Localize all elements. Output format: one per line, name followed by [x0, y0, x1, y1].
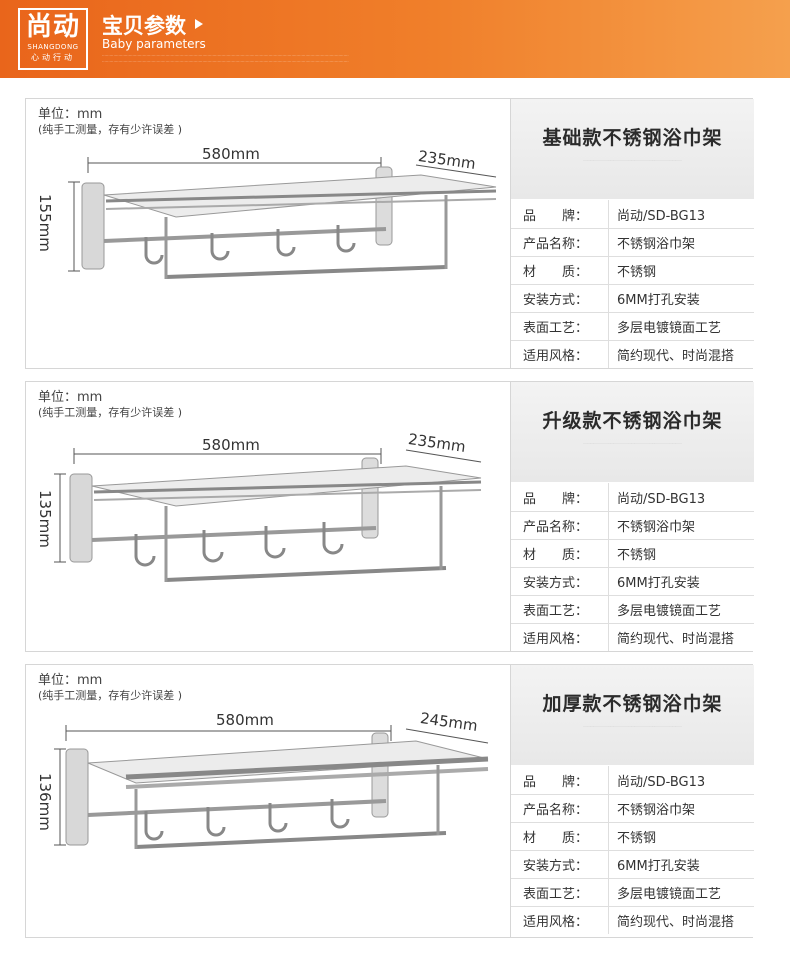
- spec-row-brand: 品 牌：尚动/SD-BG13: [511, 766, 754, 794]
- decorative-fine-print: ········································…: [102, 53, 349, 64]
- towel-rack-drawing: [54, 725, 489, 849]
- spec-table: 基础款不锈钢浴巾架 ······························…: [510, 99, 754, 368]
- product-title: 基础款不锈钢浴巾架: [542, 127, 723, 149]
- unit-label: 单位：mm: [38, 390, 103, 405]
- spec-row-brand: 品 牌：尚动/SD-BG13: [511, 483, 754, 511]
- product-title: 加厚款不锈钢浴巾架: [542, 693, 723, 715]
- logo-slogan: 心动行动: [31, 53, 75, 62]
- unit-label: 单位：mm: [38, 673, 103, 688]
- spec-header: 升级款不锈钢浴巾架 ······························…: [511, 382, 754, 482]
- spec-header: 加厚款不锈钢浴巾架 ······························…: [511, 665, 754, 765]
- spec-row-brand: 品 牌：尚动/SD-BG13: [511, 200, 754, 228]
- spec-row-name: 产品名称：不锈钢浴巾架: [511, 794, 754, 822]
- spec-table: 加厚款不锈钢浴巾架 ······························…: [510, 665, 754, 937]
- logo-english-text: SHANGDONG: [27, 43, 79, 51]
- spec-row-finish: 表面工艺：多层电镀镜面工艺: [511, 595, 754, 623]
- unit-label: 单位：mm: [38, 107, 103, 122]
- unit-note: (纯手工测量，存有少许误差 ): [38, 689, 183, 702]
- triangle-right-icon: [195, 19, 203, 29]
- length-dimension: 580mm: [216, 711, 274, 729]
- spec-row-install: 安装方式：6MM打孔安装: [511, 567, 754, 595]
- section-title: 宝贝参数: [102, 14, 186, 38]
- towel-rack-drawing: [54, 448, 482, 582]
- unit-note: (纯手工测量，存有少许误差 ): [38, 123, 183, 136]
- length-dimension: 580mm: [202, 145, 260, 163]
- spec-table: 升级款不锈钢浴巾架 ······························…: [510, 382, 754, 651]
- spec-row-material: 材 质：不锈钢: [511, 539, 754, 567]
- header-banner: 尚动 SHANGDONG 心动行动 宝贝参数 Baby parameters ·…: [0, 0, 790, 78]
- section-subtitle: Baby parameters: [102, 37, 206, 51]
- dimension-drawing: 单位：mm (纯手工测量，存有少许误差 ) 580mm 235mm 155mm: [26, 99, 510, 368]
- logo-main-text: 尚动: [25, 12, 80, 42]
- spec-row-material: 材 质：不锈钢: [511, 256, 754, 284]
- spec-row-finish: 表面工艺：多层电镀镜面工艺: [511, 878, 754, 906]
- decorative-fine-print: ········································…: [582, 724, 683, 728]
- spec-row-name: 产品名称：不锈钢浴巾架: [511, 228, 754, 256]
- spec-row-finish: 表面工艺：多层电镀镜面工艺: [511, 312, 754, 340]
- dimension-drawing: 单位：mm (纯手工测量，存有少许误差 ) 580mm 245mm 136mm: [26, 665, 510, 937]
- product-title: 升级款不锈钢浴巾架: [542, 410, 723, 432]
- product-panel-thick: 单位：mm (纯手工测量，存有少许误差 ) 580mm 245mm 136mm: [25, 664, 754, 938]
- spec-row-style: 适用风格：简约现代、时尚混搭: [511, 340, 754, 368]
- spec-header: 基础款不锈钢浴巾架 ······························…: [511, 99, 754, 199]
- spec-row-install: 安装方式：6MM打孔安装: [511, 850, 754, 878]
- product-panel-upgraded: 单位：mm (纯手工测量，存有少许误差 ) 580mm 235mm 135mm: [25, 381, 754, 652]
- unit-note: (纯手工测量，存有少许误差 ): [38, 406, 183, 419]
- spec-row-install: 安装方式：6MM打孔安装: [511, 284, 754, 312]
- product-panel-basic: 单位：mm (纯手工测量，存有少许误差 ) 580mm 235mm 155mm: [25, 98, 754, 369]
- towel-rack-drawing: [68, 157, 497, 279]
- spec-row-name: 产品名称：不锈钢浴巾架: [511, 511, 754, 539]
- length-dimension: 580mm: [202, 436, 260, 454]
- brand-logo: 尚动 SHANGDONG 心动行动: [18, 8, 88, 70]
- spec-row-style: 适用风格：简约现代、时尚混搭: [511, 623, 754, 651]
- decorative-fine-print: ········································…: [582, 441, 683, 445]
- spec-row-material: 材 质：不锈钢: [511, 822, 754, 850]
- dimension-drawing: 单位：mm (纯手工测量，存有少许误差 ) 580mm 235mm 135mm: [26, 382, 510, 651]
- decorative-fine-print: ········································…: [582, 158, 683, 162]
- spec-row-style: 适用风格：简约现代、时尚混搭: [511, 906, 754, 934]
